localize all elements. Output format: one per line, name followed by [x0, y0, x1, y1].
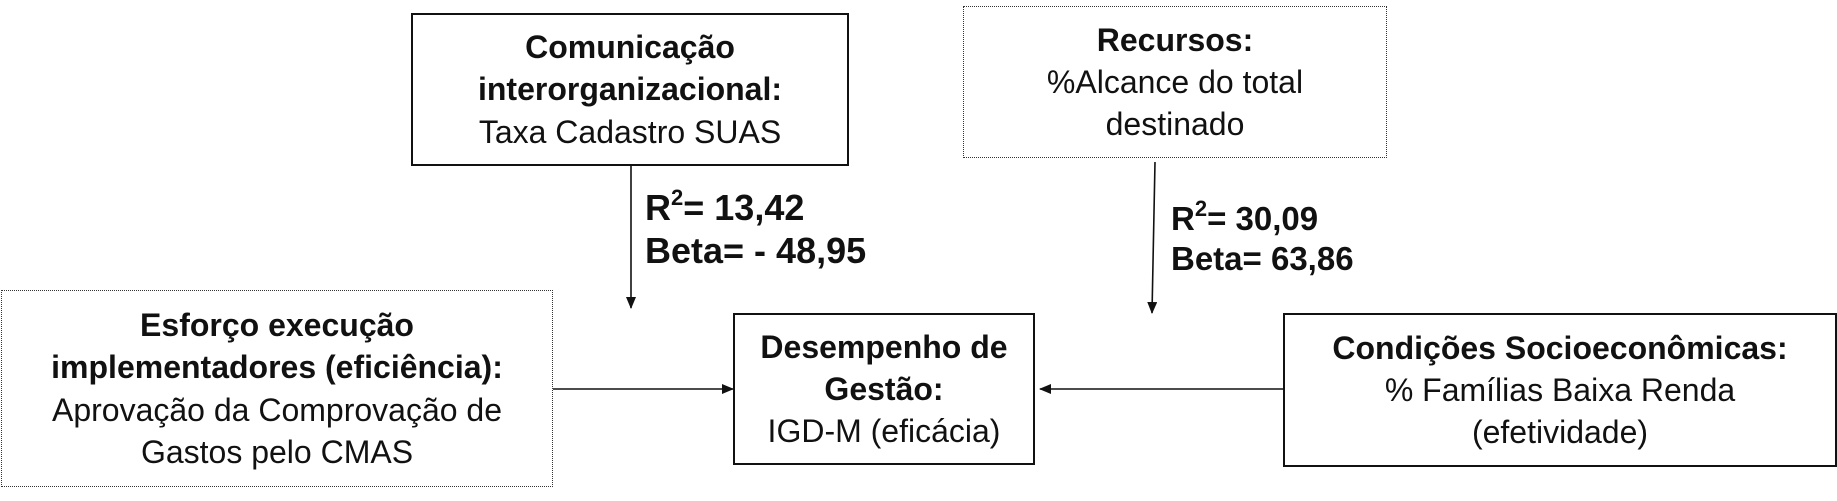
box-recursos-title-line1: Recursos: — [1096, 21, 1254, 58]
box-recursos-text-line1: %Alcance do total — [1046, 63, 1304, 100]
box-desempenho-title-line1: Desempenho de — [760, 328, 1008, 365]
box-desempenho-de-gestao: Desempenho de Gestão: IGD-M (eficácia) — [733, 313, 1035, 465]
stat-left-r-exponent: 2 — [671, 185, 684, 210]
box-esforco-title-line1: Esforço execução — [140, 307, 414, 344]
box-condicoes-text-line1: % Famílias Baixa Renda — [1384, 371, 1736, 408]
box-condicoes-text-line2: (efetividade) — [1471, 414, 1649, 451]
box-condicoes-socioeconomicas: Condições Socioeconômicas: % Famílias Ba… — [1283, 313, 1837, 467]
box-esforco-text-line2: Gastos pelo CMAS — [140, 433, 414, 470]
box-comunicacao-interorganizacional: Comunicação interorganizacional: Taxa Ca… — [411, 13, 849, 166]
box-recursos: Recursos: %Alcance do total destinado — [963, 6, 1387, 158]
box-recursos-text-line2: destinado — [1105, 106, 1245, 143]
stat-left-r-value: = 13,42 — [683, 187, 805, 228]
arrow-recursos-to-desempenho — [1147, 161, 1158, 314]
stat-right-beta: Beta= 63,86 — [1171, 239, 1354, 277]
box-comunicacao-title-line2: interorganizacional: — [477, 71, 783, 108]
box-comunicacao-title-line1: Comunicação — [525, 29, 735, 66]
box-esforco-title-line2: implementadores (eficiência): — [51, 349, 503, 386]
stat-right-r-exponent: 2 — [1194, 196, 1208, 221]
box-desempenho-title-line2: Gestão: — [824, 370, 944, 407]
stat-left-r-squared: R2= 13,42 — [645, 185, 866, 229]
box-desempenho-text-line1: IGD-M (eficácia) — [767, 413, 1001, 450]
stat-right-r-squared: R2= 30,09 — [1171, 196, 1354, 239]
box-esforco-text-line1: Aprovação da Comprovação de — [51, 391, 503, 428]
stat-right: R2= 30,09 Beta= 63,86 — [1171, 196, 1354, 278]
box-condicoes-title-line1: Condições Socioeconômicas: — [1332, 329, 1788, 366]
box-esforco-execucao: Esforço execução implementadores (eficiê… — [1, 290, 553, 487]
stat-right-r-label: R — [1171, 200, 1195, 237]
stat-right-r-value: = 30,09 — [1207, 200, 1319, 237]
box-comunicacao-text-line1: Taxa Cadastro SUAS — [478, 113, 782, 150]
stat-left-beta: Beta= - 48,95 — [645, 230, 867, 272]
stat-left: R2= 13,42 Beta= - 48,95 — [645, 185, 867, 272]
stat-left-r-label: R — [645, 187, 671, 228]
